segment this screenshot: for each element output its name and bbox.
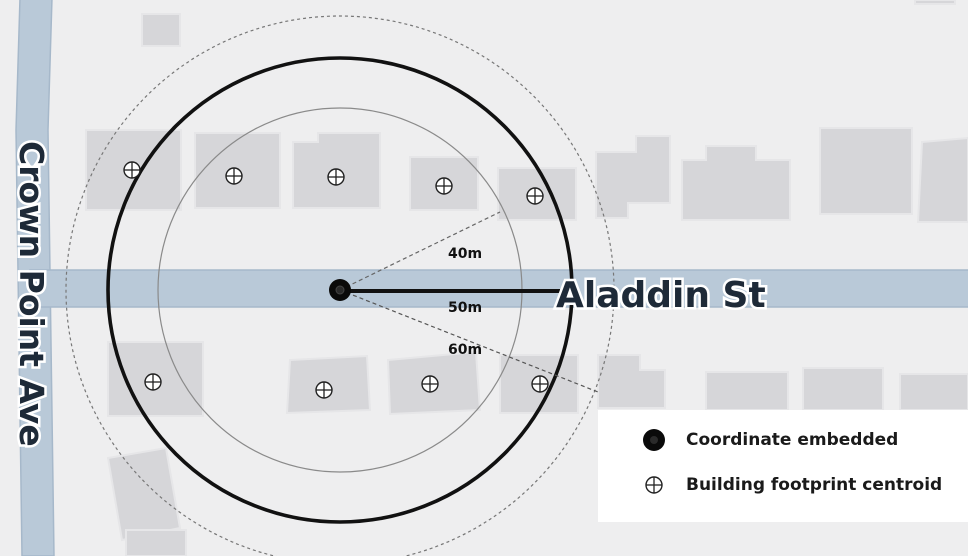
- label-40m: 40m: [448, 246, 482, 262]
- radius-line-40m: [339, 211, 501, 291]
- crosshair-circle-icon: [642, 473, 666, 497]
- ring-60m: [65, 15, 615, 556]
- street-label-aladdin-st: Aladdin St: [556, 275, 766, 316]
- embedded-coordinate-point-highlight: [335, 285, 345, 295]
- legend-label-centroid: Building footprint centroid: [686, 475, 943, 495]
- centroid-marker: [435, 177, 453, 195]
- building: [595, 135, 671, 219]
- building: [681, 145, 791, 221]
- centroid-marker: [123, 161, 141, 179]
- building: [141, 13, 181, 47]
- centroid-marker: [531, 375, 549, 393]
- building: [916, 136, 968, 223]
- legend-item-coordinate: Coordinate embedded: [598, 425, 968, 455]
- centroids: [123, 161, 549, 399]
- building: [802, 367, 884, 411]
- centroid-marker: [225, 167, 243, 185]
- centroid-marker: [421, 375, 439, 393]
- centroid-marker: [327, 168, 345, 186]
- road-aladdin-st: [29, 269, 968, 308]
- building: [125, 529, 187, 556]
- building: [106, 446, 182, 542]
- buildings: [85, 0, 968, 556]
- building: [914, 0, 956, 5]
- building: [899, 373, 968, 411]
- legend-item-centroid: Building footprint centroid: [598, 470, 968, 500]
- centroid-marker: [315, 381, 333, 399]
- centroid-marker: [144, 373, 162, 391]
- filled-dot-icon: [642, 428, 666, 452]
- radius-line-60m: [339, 289, 599, 393]
- map-legend: Coordinate embedded Building footprint c…: [598, 410, 968, 522]
- radius-lines: [339, 211, 599, 393]
- ring-50m: [106, 56, 574, 524]
- legend-label-coordinate: Coordinate embedded: [686, 430, 899, 450]
- building: [705, 371, 789, 411]
- centroid-marker: [526, 187, 544, 205]
- building: [819, 127, 913, 215]
- street-label-crown-point-ave: Crown Point Ave: [12, 141, 51, 447]
- roads: [15, 0, 968, 556]
- label-50m: 50m: [448, 300, 482, 316]
- label-60m: 60m: [448, 342, 482, 358]
- building: [597, 354, 666, 409]
